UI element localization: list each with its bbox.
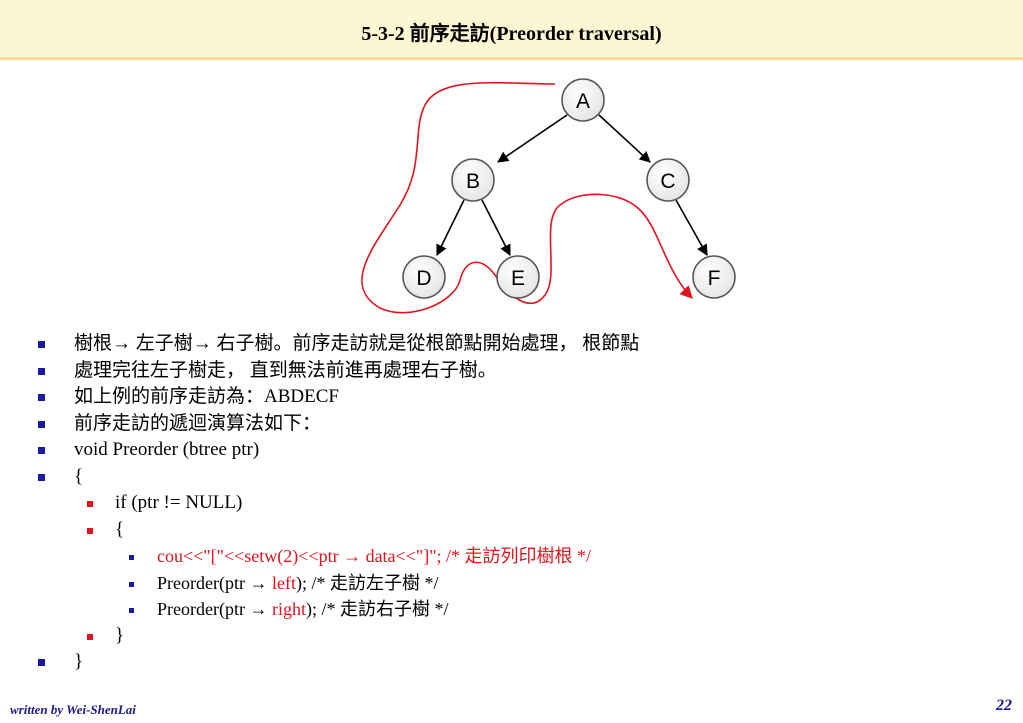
page-number: 22 xyxy=(996,697,1012,714)
square-bullet-icon xyxy=(38,367,45,375)
edge-b-d xyxy=(436,199,465,257)
square-bullet-icon xyxy=(38,420,45,428)
edge-c-f xyxy=(675,199,708,256)
square-bullet-icon xyxy=(129,581,134,587)
square-bullet-icon xyxy=(87,501,93,507)
node-label-c: C xyxy=(660,170,675,193)
square-bullet-icon xyxy=(38,659,45,666)
square-bullet-icon xyxy=(129,555,134,560)
node-label-f: F xyxy=(708,267,721,290)
title-bar xyxy=(0,0,1023,60)
square-bullet-icon xyxy=(87,633,93,640)
square-bullet-icon xyxy=(38,394,45,401)
node-label-e: E xyxy=(511,267,525,290)
traversal-path xyxy=(361,81,693,314)
square-bullet-icon xyxy=(87,527,93,534)
page-title: 5-3-2 前序走訪(Preorder traversal) xyxy=(361,23,662,45)
edge-a-b xyxy=(497,114,568,163)
code-line-left: Preorder(ptr → left); /* 走訪左子樹 */ xyxy=(157,572,439,593)
node-label-d: D xyxy=(416,267,431,290)
tree-node-d: D xyxy=(402,255,446,299)
square-bullet-icon xyxy=(38,341,45,348)
tree-node-b: B xyxy=(451,158,495,202)
square-bullet-icon xyxy=(129,608,134,613)
edge-b-e xyxy=(481,199,511,256)
code-line-right: Preorder(ptr → right); /* 走訪右子樹 */ xyxy=(157,599,449,619)
preorder-tree-diagram: A B C D E F xyxy=(361,74,745,314)
tree-node-c: C xyxy=(646,158,690,202)
square-bullet-icon xyxy=(38,473,45,481)
node-label-b: B xyxy=(466,170,480,193)
edge-a-c xyxy=(598,114,651,163)
node-label-a: A xyxy=(576,90,590,113)
tree-node-a: A xyxy=(561,78,605,122)
footer-author: written by Wei-ShenLai xyxy=(10,702,136,717)
square-bullet-icon xyxy=(38,447,45,454)
tree-node-f: F xyxy=(692,255,736,299)
code-line-print-root: cou<<"["<<setw(2)<<ptr → data<<"]"; /* 走… xyxy=(157,546,592,566)
tree-node-e: E xyxy=(496,255,540,299)
